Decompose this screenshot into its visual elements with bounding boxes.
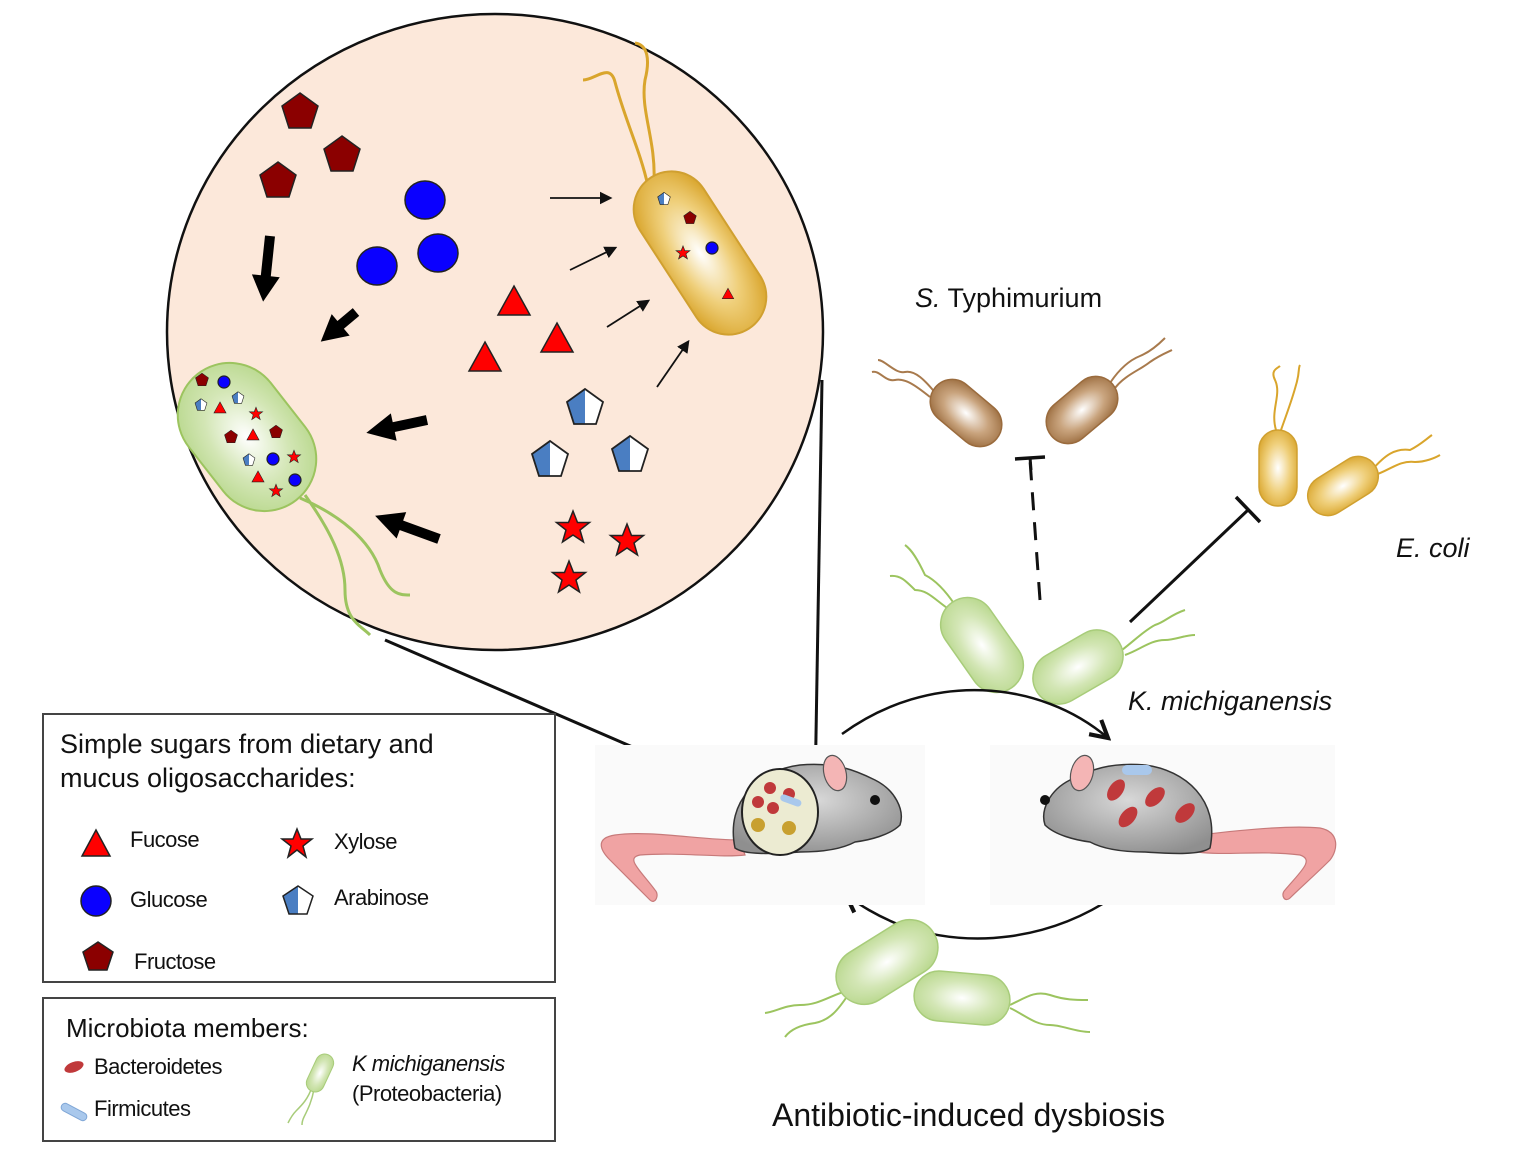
fructose-legend-icon [82, 941, 114, 971]
inhibition-k-to-e-coli [1128, 495, 1262, 624]
glucose-legend-icon [80, 885, 112, 917]
caption-antibiotic-dysbiosis: Antibiotic-induced dysbiosis [772, 1097, 1166, 1133]
bacteroidetes-cell [1118, 806, 1138, 828]
bacteroidetes-cell [1175, 803, 1195, 823]
proteobacteria-cell [751, 818, 765, 832]
microbiota-legend-title: Microbiota members: [66, 1013, 309, 1043]
k-michiganensis-cell [939, 596, 1025, 694]
k-michiganensis-cell [835, 918, 939, 1006]
mouse-ear [822, 754, 848, 792]
mouse-eye [870, 795, 880, 805]
legend-label-fructose: Fructose [134, 949, 216, 974]
label-k-michiganensis: K. michiganensis [1128, 686, 1333, 716]
label-s-typhimurium-species: Typhimurium [940, 283, 1103, 313]
mouse-tail [600, 833, 746, 902]
healthy-mouse [595, 745, 925, 905]
legend-label-firmicutes: Firmicutes [94, 1096, 191, 1121]
thick-arrow-glucose [320, 308, 360, 342]
proteobacteria-cell [782, 821, 796, 835]
bacteroidetes-cell [1145, 787, 1165, 807]
label-s-typhimurium-genus: S. [915, 283, 941, 313]
mouse-tail [1197, 826, 1337, 901]
mouse-ear [1069, 754, 1095, 792]
glucose-icon [417, 233, 459, 273]
glucose-icon [404, 180, 446, 220]
label-s-typhimurium: S. Typhimurium [915, 283, 1102, 314]
k-michiganensis-cell [1032, 629, 1124, 705]
s-typhimurium-cell [929, 378, 1003, 448]
bacteroidetes-cell [764, 782, 776, 794]
k-michiganensis-cells-upper [889, 544, 1196, 705]
gut-inset [741, 768, 819, 856]
ecoli-cell-in-lumen [582, 41, 768, 336]
xylose-legend-icon [280, 827, 314, 859]
thick-arrow-xylose [375, 512, 441, 544]
e-coli-cells [1258, 364, 1441, 517]
cycle-arrow-to-dysbiotic-mouse [841, 688, 1108, 738]
legend-label-proteobacteria: (Proteobacteria) [352, 1081, 502, 1106]
e-coli-cell [1258, 429, 1298, 507]
k-michiganensis-cell-in-lumen [176, 361, 411, 637]
k-michiganensis-cells-lower [764, 918, 1091, 1038]
s-typhimurium-cells [871, 337, 1173, 448]
microbiota-legend: Microbiota members: Bacteroidetes Firmic… [42, 997, 556, 1142]
uptake-arrow-fucose-to-ecoli [569, 246, 618, 271]
uptake-arrow-arabinose-to-ecoli [656, 339, 690, 388]
uptake-arrow-to-ecoli [606, 299, 651, 328]
firmicutes-cell [1122, 765, 1152, 775]
sugar-legend: Simple sugars from dietary and mucus oli… [42, 713, 556, 983]
legend-label-xylose: Xylose [334, 829, 398, 854]
firmicutes-legend-icon [60, 1102, 88, 1122]
legend-label-k-michiganensis: K michiganensis [352, 1051, 505, 1076]
e-coli-cell [1306, 455, 1380, 517]
thick-uptake-arrows [251, 235, 441, 544]
firmicutes-cell [780, 794, 802, 807]
sugar-legend-title-line1: Simple sugars from dietary and [60, 729, 434, 759]
legend-label-fucose: Fucose [130, 827, 200, 852]
bacteroidetes-cell [1107, 779, 1125, 801]
sugar-legend-title-line2: mucus oligosaccharides: [60, 763, 356, 793]
glucose-icon [356, 246, 398, 286]
label-e-coli: E. coli [1396, 533, 1470, 563]
bacteroidetes-legend-icon [64, 1061, 84, 1073]
k-michiganensis-cell [913, 970, 1011, 1026]
legend-label-bacteroidetes: Bacteroidetes [94, 1054, 223, 1079]
s-typhimurium-cell [1045, 375, 1119, 445]
glucose-cluster [356, 180, 459, 286]
k-michiganensis-legend-icon [287, 1053, 335, 1126]
inhibition-k-to-s-typhimurium [1014, 455, 1046, 601]
fucose-legend-icon [80, 828, 112, 857]
mouse-eye [1040, 795, 1050, 805]
legend-label-glucose: Glucose [130, 887, 208, 912]
thick-arrow-fucose [366, 413, 429, 441]
bacteroidetes-cell [767, 802, 779, 814]
bacteroidetes-cell [752, 796, 764, 808]
cycle-arrow-to-healthy-mouse [846, 895, 1116, 940]
legend-label-arabinose: Arabinose [334, 885, 429, 910]
dysbiotic-mouse [990, 745, 1337, 905]
thick-arrow-fructose [251, 235, 280, 302]
arabinose-legend-icon [282, 885, 314, 915]
zoom-connector-line-right [813, 379, 824, 796]
